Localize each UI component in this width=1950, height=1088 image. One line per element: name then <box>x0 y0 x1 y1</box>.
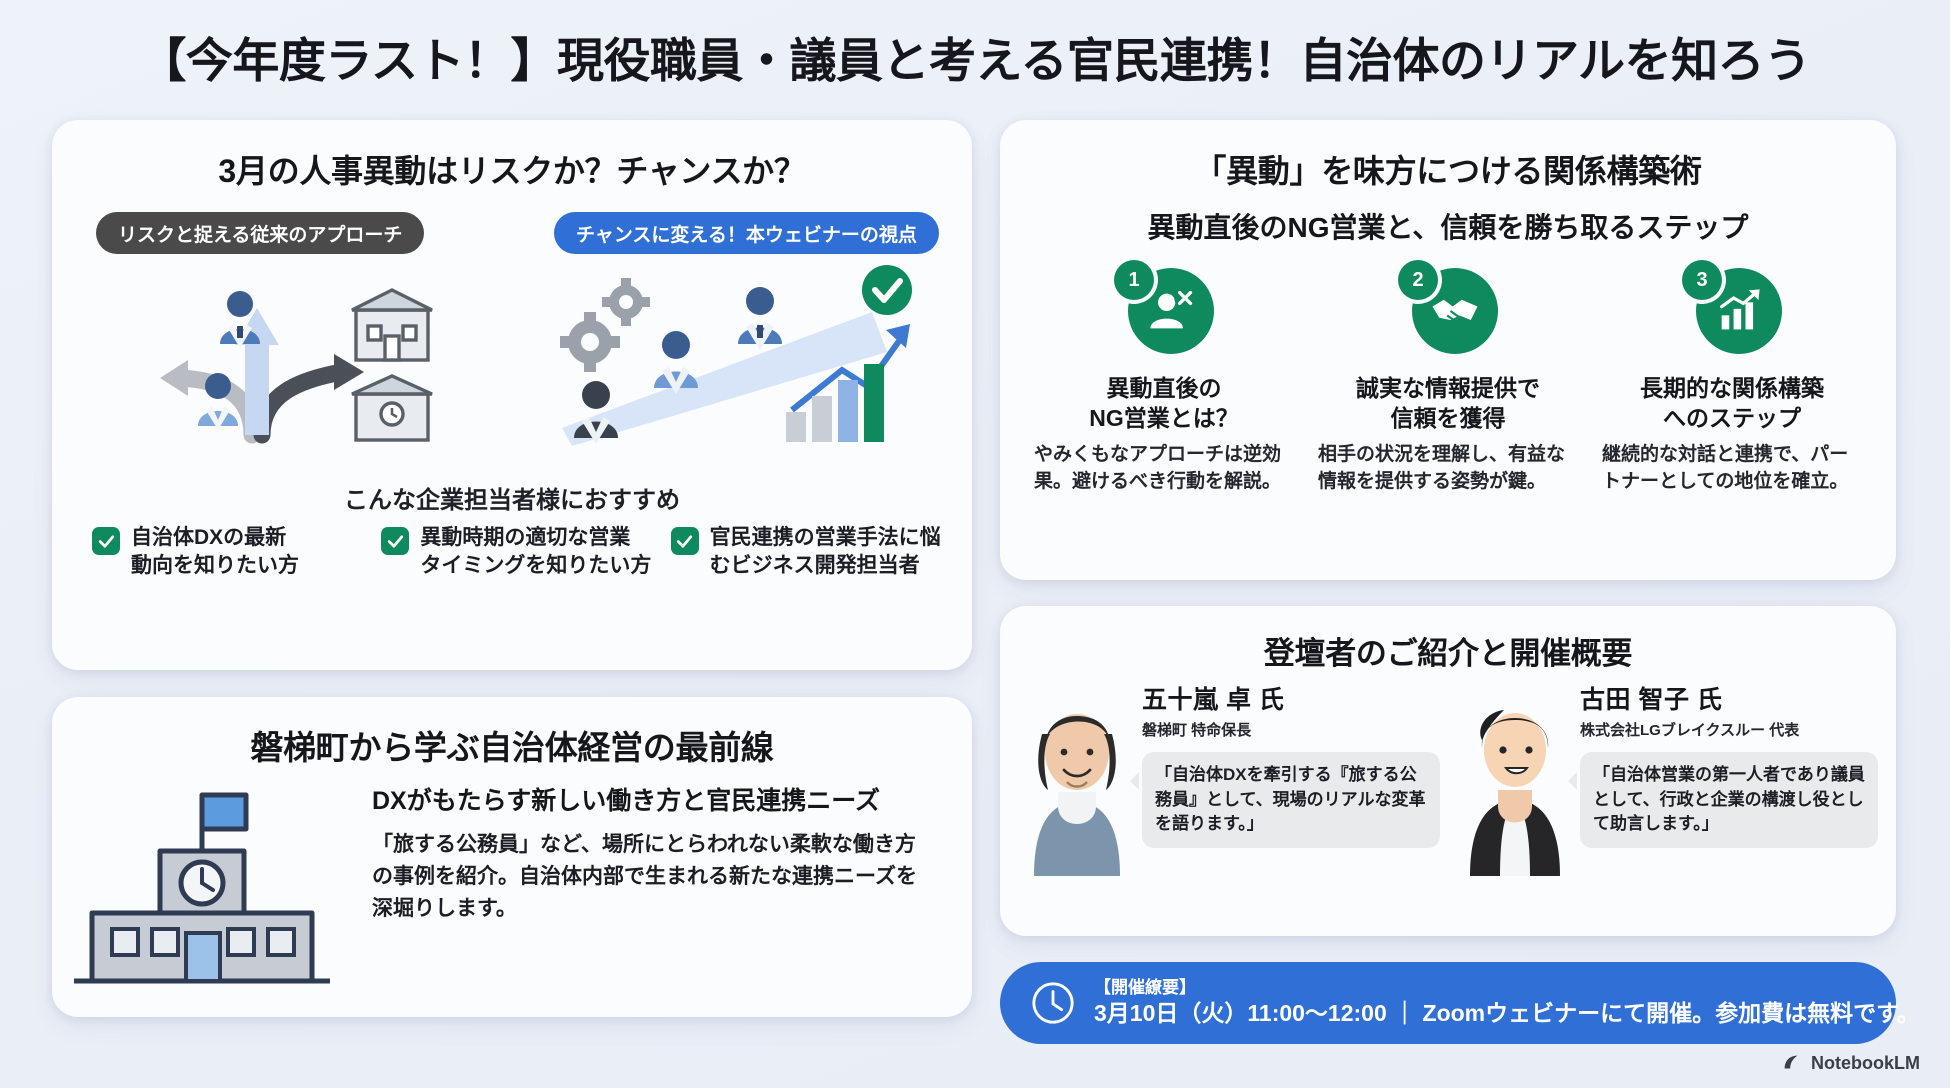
check-icon <box>92 527 120 555</box>
recommendation-checklist: 自治体DXの最新 動向を知りたい方 異動時期の適切な営業 タイミングを知りたい方… <box>92 524 942 580</box>
notebooklm-logo-icon <box>1784 1055 1798 1069</box>
card-b-title: 磐梯町から学ぶ自治体経営の最前線 <box>250 729 774 766</box>
card-c-subtitle: 異動直後のNG営業と、信頼を勝ち取るステップ <box>1147 212 1749 243</box>
step-description: やみくもなアプローチは逆効果。避けるべき行動を解説。 <box>1034 443 1282 492</box>
avatar <box>1456 680 1574 876</box>
card-b-text: DXがもたらす新しい働き方と官民連携ニーズ 「旅する公務員」など、場所にとらわれ… <box>372 781 972 989</box>
speaker-name: 古田 智子 氏 <box>1580 686 1723 714</box>
card-c-title: 「異動」を味方につける関係構築術 <box>1194 153 1702 189</box>
recommendation-label: こんな企業担当者様におすすめ <box>344 487 680 514</box>
page-title: 【今年度ラスト！】現役職員・議員と考える官民連携！自治体のリアルを知ろう <box>139 34 1811 87</box>
card-d-title: 登壇者のご紹介と開催概要 <box>1263 636 1633 671</box>
avatar <box>1018 680 1136 876</box>
speaker-1-portrait-icon <box>1034 714 1120 876</box>
event-label: 【開催繚要】 <box>1094 978 1196 998</box>
pill-chance-approach: チャンスに変える！本ウェビナーの視点 <box>554 212 939 254</box>
event-detail: 3月10日（火）11:00〜12:00 ｜ Zoomウェビナーにて開催。参加費は… <box>1094 999 1920 1026</box>
card-relationship-building: 「異動」を味方につける関係構築術 異動直後のNG営業と、信頼を勝ち取るステップ … <box>1000 120 1896 580</box>
list-item: 官民連携の営業手法に悩 むビジネス開発担当者 <box>670 524 942 580</box>
step-description: 相手の状況を理解し、有益な情報を提供する姿勢が鍵。 <box>1318 443 1566 492</box>
speaker-1-info: 五十嵐 卓 氏 磐梯町 特命保長 「自治体DXを牽引する『旅する公務員』として、… <box>1130 680 1440 876</box>
notebooklm-watermark: NotebookLM <box>1781 1052 1920 1074</box>
step-number: 3 <box>1682 260 1722 300</box>
speaker-item-2: 古田 智子 氏 株式会社LGブレイクスルー 代表 「自治体営業の第一人者であり議… <box>1448 680 1886 876</box>
checklist-text: 異動時期の適切な営業 タイミングを知りたい方 <box>420 526 652 577</box>
event-summary-bar: 【開催繚要】 3月10日（火）11:00〜12:00 ｜ Zoomウェビナーにて… <box>1000 962 1920 1044</box>
card-b-paragraph: 「旅する公務員」など、場所にとらわれない柔軟な働き方の事例を紹介。自治体内部で生… <box>372 833 917 920</box>
card-b-lead: DXがもたらす新しい働き方と官民連携ニーズ <box>372 787 880 815</box>
speaker-2-portrait-icon <box>1470 710 1560 876</box>
card-march-transfer: 3月の人事異動はリスクか？チャンスか？ リスクと捉える従来のアプローチ チャンス… <box>52 120 972 670</box>
speaker-quote-bubble: 「自治体営業の第一人者であり議員として、行政と企業の構渡し役として助言します。」 <box>1568 752 1878 848</box>
city-hall-illustration-wrap <box>52 781 372 989</box>
speaker-role: 株式会社LGブレイクスルー 代表 <box>1580 722 1800 739</box>
list-item: 自治体DXの最新 動向を知りたい方 <box>92 524 363 580</box>
card-a-title: 3月の人事異動はリスクか？チャンスか？ <box>218 153 806 189</box>
step-badge-2: 2 <box>1398 260 1498 360</box>
step-description: 継続的な対話と連携で、パートナーとしての地位を確立。 <box>1602 443 1849 492</box>
step-item-2: 2 誠実な情報提供で 信頼を獲得 相手の状況を理解し、有益な情報を提供する姿勢が… <box>1306 260 1590 496</box>
approach-pill-row: リスクと捉える従来のアプローチ チャンスに変える！本ウェビナーの視点 <box>52 212 972 254</box>
step-heading: 誠実な情報提供で 信頼を獲得 <box>1356 375 1540 431</box>
speakers-list: 五十嵐 卓 氏 磐梯町 特命保長 「自治体DXを牽引する『旅する公務員』として、… <box>1010 680 1886 876</box>
step-heading: 異動直後の NG営業とは？ <box>1089 375 1239 431</box>
speaker-name: 五十嵐 卓 氏 <box>1142 686 1285 714</box>
step-number: 1 <box>1114 260 1154 300</box>
step-heading: 長期的な関係構築 へのステップ <box>1640 375 1824 431</box>
card-b-body: DXがもたらす新しい働き方と官民連携ニーズ 「旅する公務員」など、場所にとらわれ… <box>52 781 972 989</box>
speaker-role: 磐梯町 特命保長 <box>1142 722 1252 739</box>
list-item: 異動時期の適切な営業 タイミングを知りたい方 <box>381 524 652 580</box>
event-text: 【開催繚要】 3月10日（火）11:00〜12:00 ｜ Zoomウェビナーにて… <box>1094 977 1920 1028</box>
card-a-illustrations <box>52 260 972 470</box>
checklist-text: 自治体DXの最新 動向を知りたい方 <box>131 526 299 577</box>
pill-risk-approach: リスクと捉える従来のアプローチ <box>96 212 425 254</box>
speaker-quote-bubble: 「自治体DXを牽引する『旅する公務員』として、現場のリアルな変革を語ります。」 <box>1130 752 1440 848</box>
opportunity-growth-illustration <box>560 265 912 446</box>
speaker-2-info: 古田 智子 氏 株式会社LGブレイクスルー 代表 「自治体営業の第一人者であり議… <box>1568 680 1878 876</box>
step-badge-3: 3 <box>1682 260 1782 360</box>
check-icon <box>670 527 699 555</box>
city-hall-icon <box>74 792 330 984</box>
check-icon <box>381 527 410 555</box>
speaker-item-1: 五十嵐 卓 氏 磐梯町 特命保長 「自治体DXを牽引する『旅する公務員』として、… <box>1010 680 1448 876</box>
step-number: 2 <box>1398 260 1438 300</box>
watermark-label: NotebookLM <box>1811 1052 1920 1073</box>
card-bandai-town: 磐梯町から学ぶ自治体経営の最前線 <box>52 697 972 1017</box>
risk-path-illustration <box>160 288 433 444</box>
steps-list: 1 異動直後の NG営業とは？ やみくもなアプローチは逆効果。避けるべき行動を解… <box>1022 260 1874 496</box>
step-item-3: 3 長期的な関係構築 へのステップ 継続的な対話と連携で、パートナーとしての地位… <box>1590 260 1874 496</box>
step-badge-1: 1 <box>1114 260 1214 360</box>
clock-icon <box>1032 982 1074 1024</box>
checklist-text: 官民連携の営業手法に悩 むビジネス開発担当者 <box>709 526 941 577</box>
step-item-1: 1 異動直後の NG営業とは？ やみくもなアプローチは逆効果。避けるべき行動を解… <box>1022 260 1306 496</box>
card-speakers: 登壇者のご紹介と開催概要 <box>1000 606 1896 936</box>
